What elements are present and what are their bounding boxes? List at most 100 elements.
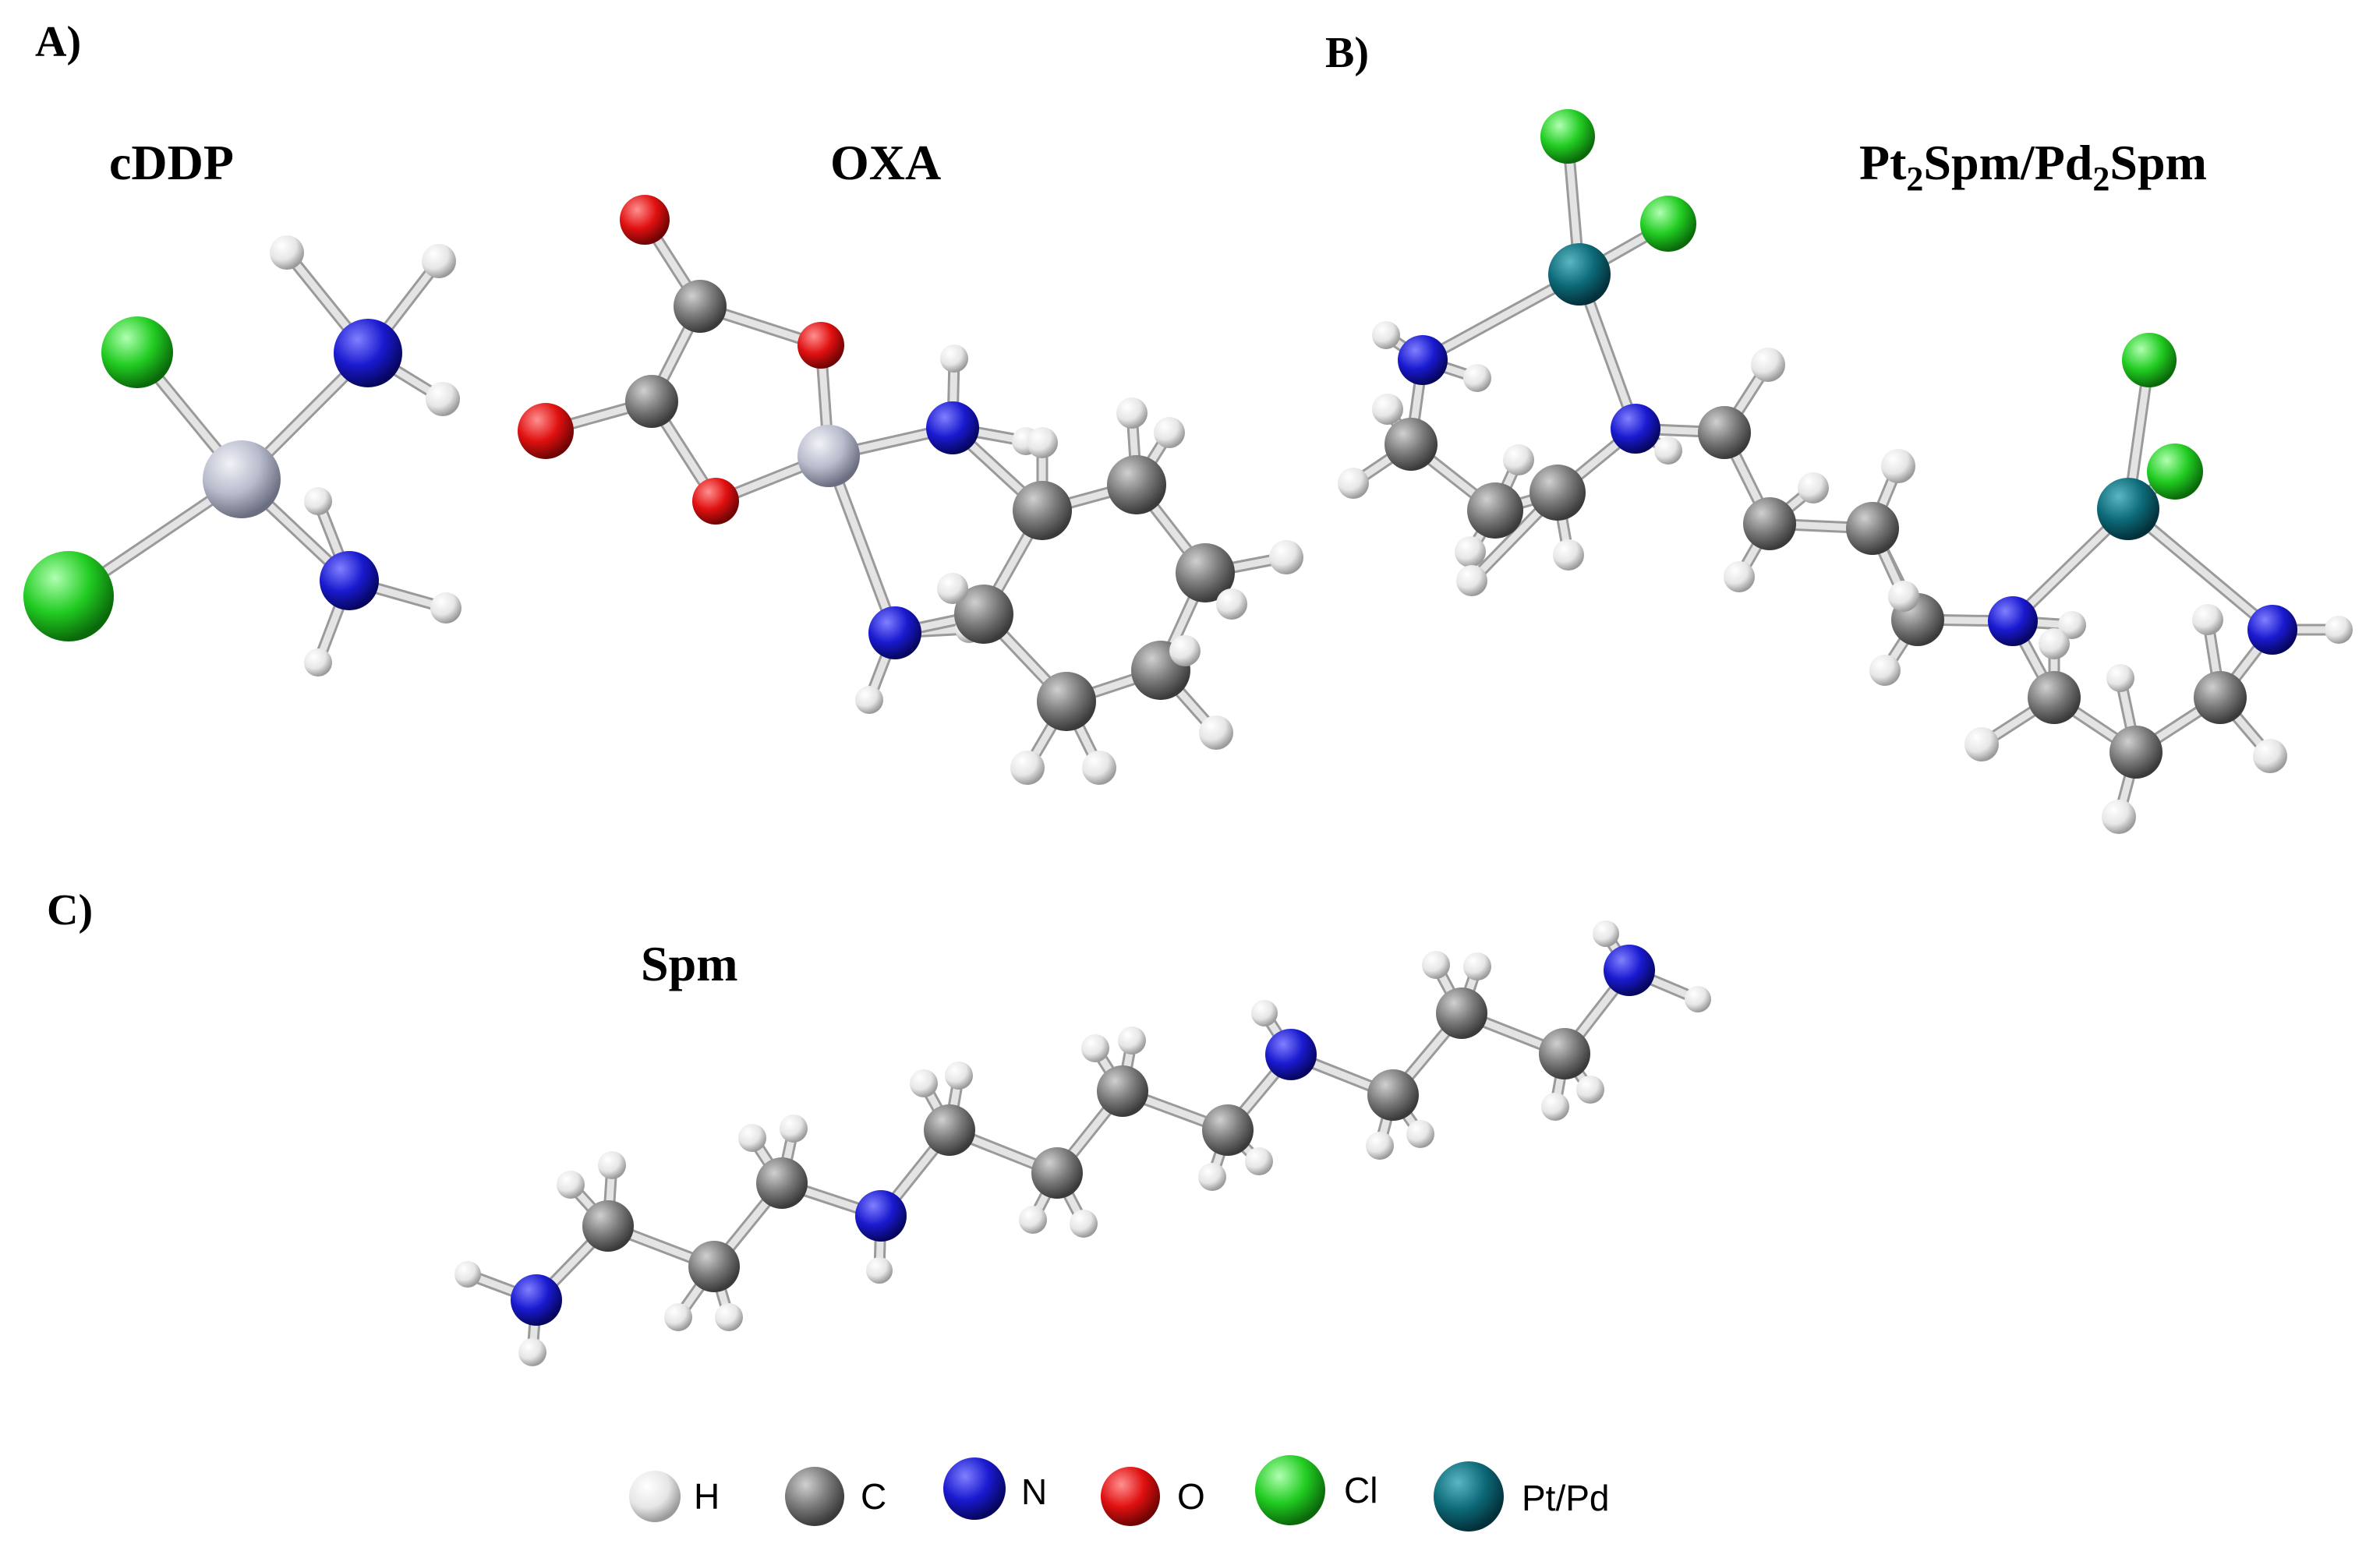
carbon-atom [625,375,678,428]
legend-item-cl: Cl [1255,1455,1377,1525]
hydrogen-atom [664,1303,692,1331]
carbon-atom [2109,726,2163,779]
hydrogen-atom [1081,1034,1109,1062]
hydrogen-atom [304,487,332,515]
legend-item-n: N [943,1457,1047,1520]
hydrogen-atom [430,592,462,624]
chlorine-atom [23,551,114,641]
carbon-atom [2194,671,2247,724]
legend-label: Cl [1344,1470,1377,1510]
hydrogen-atom [1082,751,1116,785]
platinum-palladium-atom-icon [1434,1461,1504,1532]
carbon-atom [1037,672,1096,731]
carbon-atom [688,1241,740,1292]
oxygen-atom [518,403,574,459]
carbon-atom [1539,1028,1590,1079]
carbon-atom [924,1104,975,1156]
atom-legend: H C N O Cl Pt/Pd [629,1455,1610,1532]
bond [2124,505,2276,634]
pt2spm-title: Pt2Spm/Pd2Spm [1859,135,2207,198]
carbon-atom [954,585,1013,644]
legend-label: C [861,1476,886,1517]
legend-label: O [1177,1476,1205,1517]
oxa-molecule [518,195,1303,785]
nitrogen-atom [1988,596,2038,646]
metal-atom [1548,243,1611,306]
hydrogen-atom [1869,655,1901,686]
carbon-atom [1176,543,1235,602]
carbon-atom [1202,1104,1254,1156]
nitrogen-atom [511,1274,562,1326]
hydrogen-atom [940,344,968,373]
hydrogen-atom [1338,468,1369,499]
chlorine-atom [2122,333,2177,387]
nitrogen-atom [334,319,402,387]
nitrogen-atom [1604,945,1655,996]
carbon-atom [1367,1069,1419,1121]
hydrogen-atom [1798,472,1829,503]
chlorine-atom [2147,443,2203,500]
hydrogen-atom [270,235,304,270]
oxygen-atom [620,195,670,245]
carbon-atom [1698,406,1751,459]
carbon-atom [1436,987,1487,1039]
nitrogen-atom [2247,605,2297,655]
nitrogen-atom [1265,1029,1317,1080]
carbon-atom [1097,1065,1148,1117]
nitrogen-atom [1611,404,1660,454]
hydrogen-atom [1406,1120,1434,1148]
hydrogen-atom [1576,1076,1604,1104]
carbon-atom [1385,418,1438,471]
hydrogen-atom [2058,611,2086,639]
metal-atom [2097,478,2159,540]
hydrogen-atom [1455,536,1486,567]
nitrogen-atom-icon [943,1457,1006,1520]
hydrogen-atom [1881,449,1915,483]
carbon-atom [582,1200,634,1252]
hydrogen-atom [2039,628,2070,659]
legend-item-c: C [785,1467,886,1526]
hydrogen-atom [1724,561,1755,592]
nitrogen-atom [320,551,379,610]
hydrogen-atom [1593,920,1619,947]
hydrogen-atom [1366,1132,1394,1160]
carbon-atom [756,1157,808,1209]
hydrogen-atom [1245,1147,1273,1175]
hydrogen-atom [1372,321,1400,349]
chlorine-atom [1640,196,1696,252]
nitrogen-atom [1398,335,1448,385]
nitrogen-atom [868,606,921,659]
carbon-atom [1743,497,1796,550]
oxygen-atom [692,478,739,525]
hydrogen-atom [1372,394,1403,425]
carbon-atom [674,280,727,333]
hydrogen-atom [1019,1206,1047,1234]
hydrogen-atom [1888,581,1919,612]
hydrogen-atom [2325,616,2353,644]
hydrogen-atom [1199,715,1233,750]
hydrogen-atom-icon [629,1471,681,1522]
legend-label: N [1021,1471,1047,1512]
hydrogen-atom [855,686,883,714]
hydrogen-atom [1027,427,1058,458]
carbon-atom [1013,481,1072,540]
carbon-atom [1031,1147,1083,1199]
hydrogen-atom [738,1124,766,1152]
hydrogen-atom [1251,1000,1278,1026]
hydrogen-atom [937,573,968,604]
hydrogen-atom [1654,436,1682,465]
hydrogen-atom [2253,739,2287,773]
hydrogen-atom [1010,751,1045,785]
legend-item-ptpd: Pt/Pd [1434,1461,1610,1532]
hydrogen-atom [1116,397,1148,429]
hydrogen-atom [1463,364,1491,392]
hydrogen-atom [518,1338,546,1366]
carbon-atom [1846,502,1899,555]
hydrogen-atom [1198,1163,1226,1191]
carbon-atom [1529,465,1586,521]
hydrogen-atom [304,648,332,677]
hydrogen-atom [1269,540,1303,574]
hydrogen-atom [1456,565,1487,596]
carbon-atom [1467,482,1523,539]
hydrogen-atom [1541,1093,1569,1121]
